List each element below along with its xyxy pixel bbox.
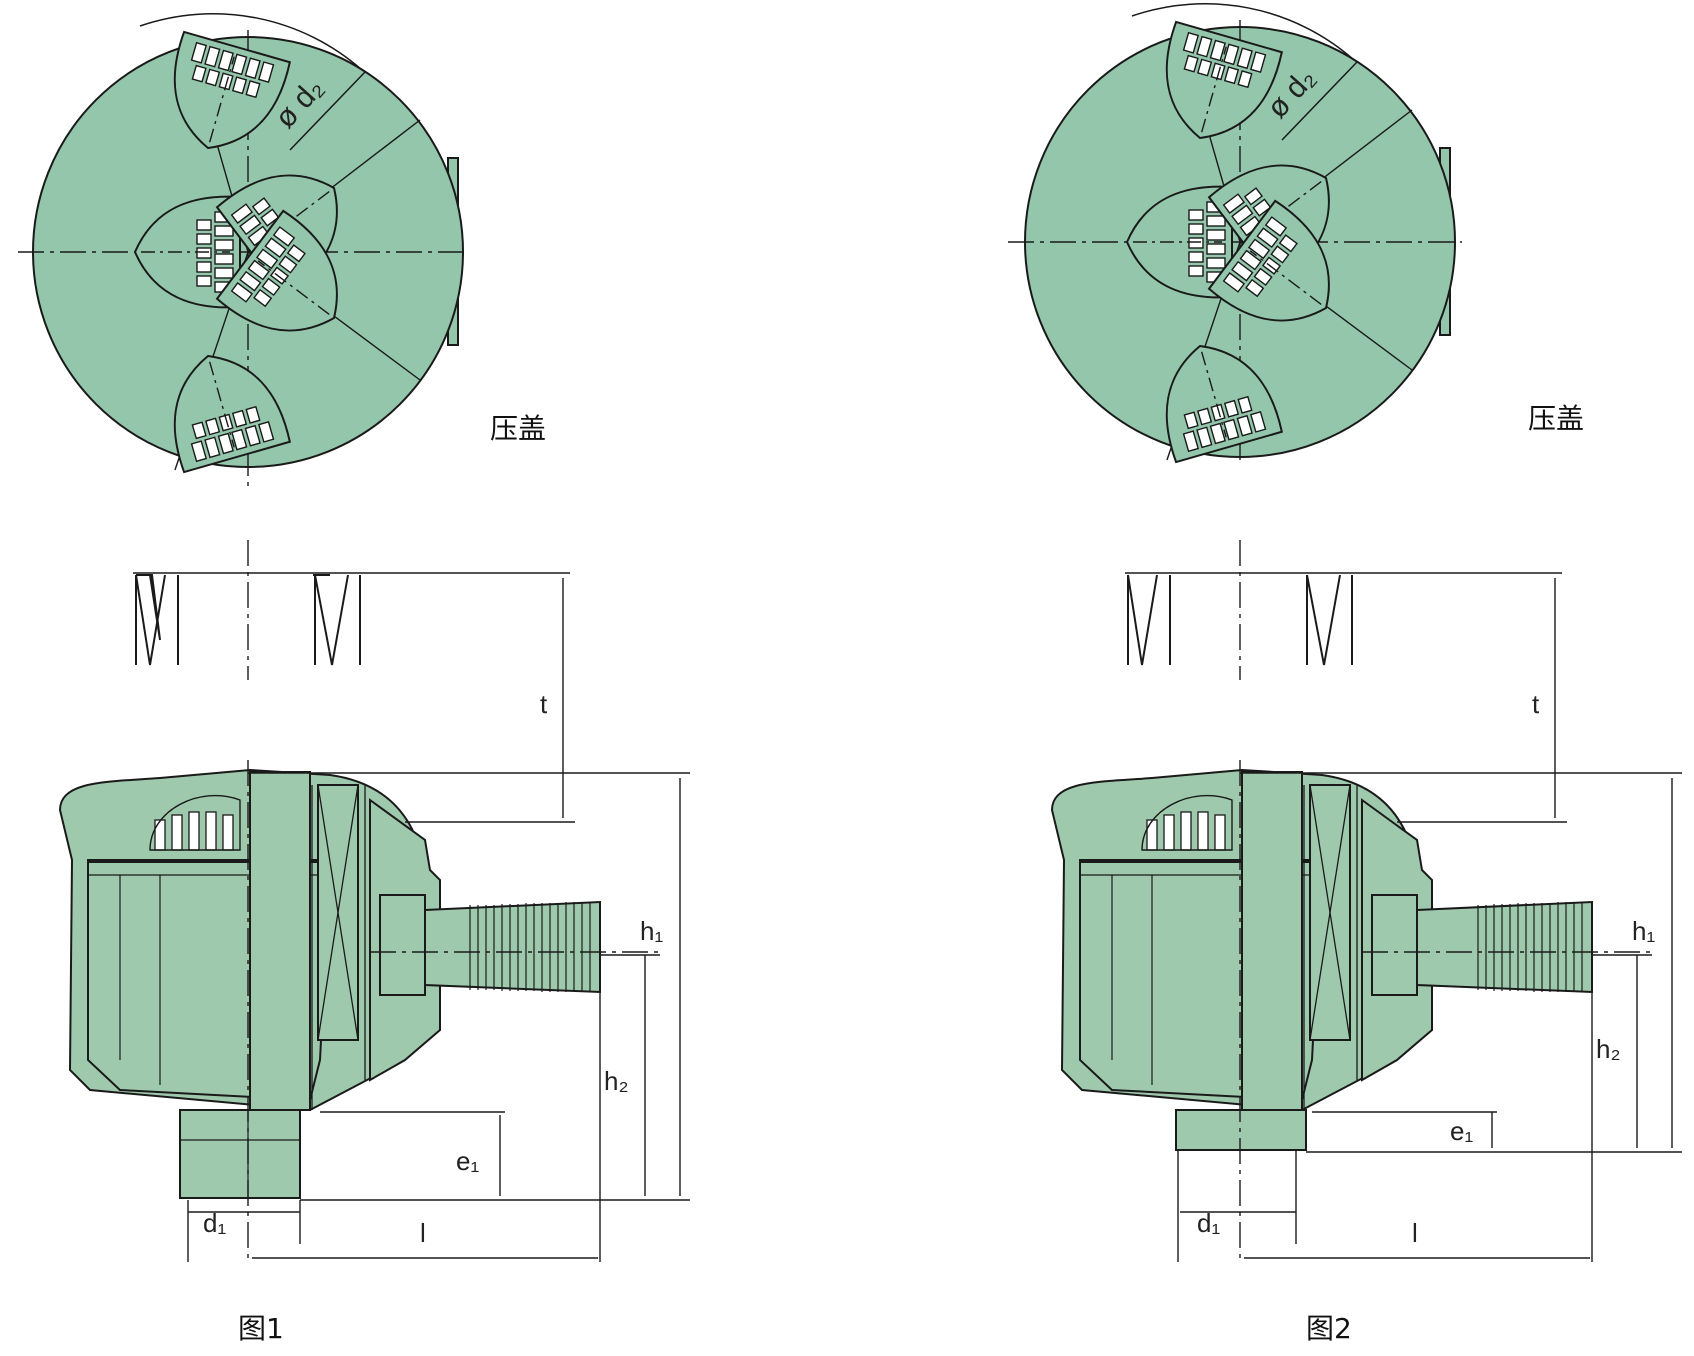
dim-l: l [1412, 1218, 1418, 1248]
dim-e1: e₁ [1450, 1116, 1473, 1146]
dim-h2: h₂ [604, 1066, 629, 1096]
dim-h1: h₁ [640, 916, 663, 946]
dimension-lines [187, 578, 690, 1262]
figure-1: ø d₂ 压盖 [18, 13, 690, 1345]
cover-label: 压盖 [490, 412, 546, 445]
figure-caption: 图1 [238, 1312, 284, 1345]
figure-caption: 图2 [1306, 1312, 1352, 1345]
side-view [58, 540, 660, 1260]
top-view: ø d₂ [18, 13, 470, 492]
dim-l: l [420, 1218, 426, 1248]
figure-2: ø d₂ 压盖 [1008, 3, 1682, 1345]
dim-t: t [1532, 689, 1540, 719]
top-view: ø d₂ [1008, 3, 1462, 464]
dimension-lines [1177, 578, 1682, 1262]
cover-label: 压盖 [1528, 402, 1584, 435]
side-view [1050, 540, 1650, 1262]
dim-d1: d₁ [203, 1208, 226, 1238]
dim-h2: h₂ [1596, 1034, 1621, 1064]
dim-t: t [540, 689, 548, 719]
dim-e1: e₁ [456, 1146, 479, 1176]
dim-d1: d₁ [1197, 1208, 1220, 1238]
dim-h1: h₁ [1632, 916, 1655, 946]
